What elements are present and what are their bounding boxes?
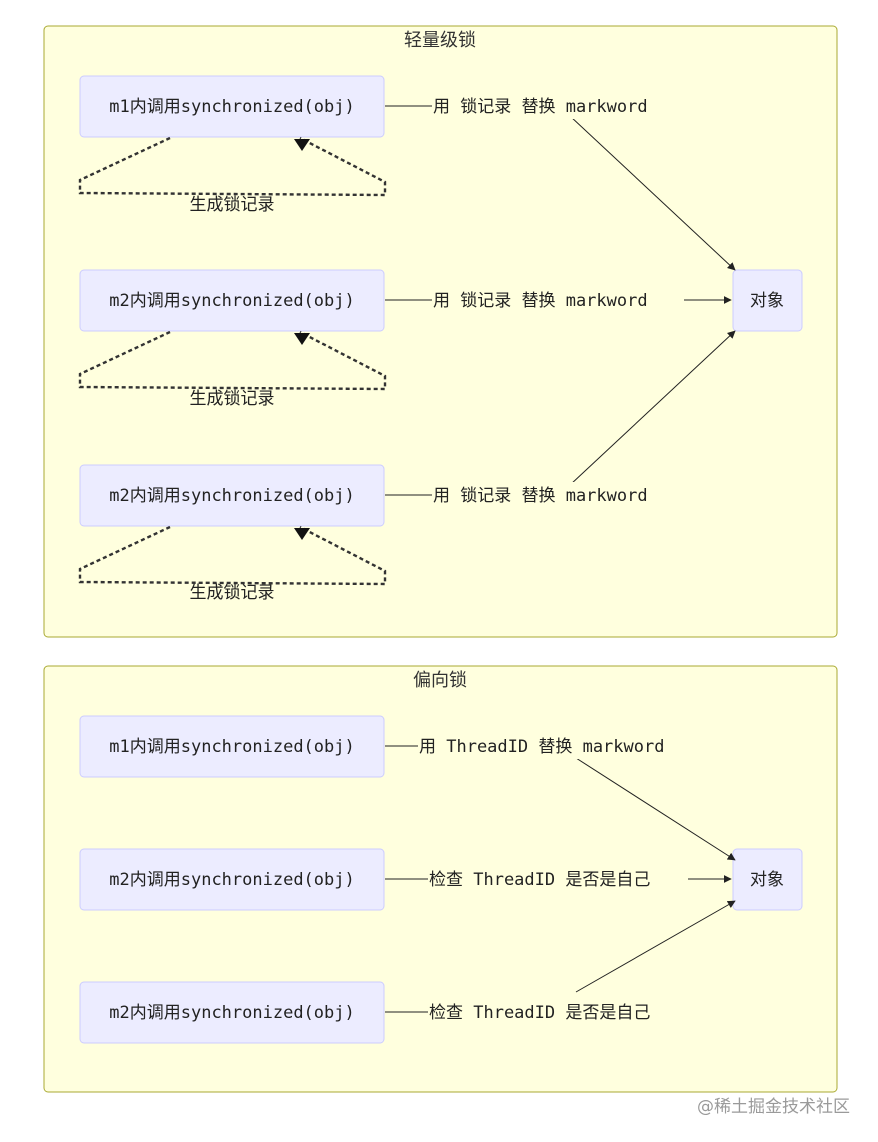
cluster-title-lightweight: 轻量级锁 bbox=[404, 30, 476, 51]
node-m2a-lightweight bbox=[79, 269, 385, 332]
edge-label-bg-2 bbox=[432, 287, 684, 313]
edge-label-bg-1 bbox=[432, 93, 684, 119]
loop-arrowhead-m2a bbox=[294, 333, 310, 345]
edge-label-bg-3 bbox=[432, 482, 684, 508]
edge-m2b-to-object-biased bbox=[385, 901, 735, 1013]
loop-label-m2b: 生成锁记录 bbox=[190, 583, 275, 603]
edge-label-bg-6 bbox=[428, 999, 688, 1025]
edge-label-m1-biased: 用 ThreadID 替换 markword bbox=[419, 737, 664, 757]
node-m1-biased bbox=[79, 715, 385, 778]
source-credit: @稀土掘金技术社区 bbox=[697, 1097, 850, 1117]
loop-arrowhead-m1 bbox=[294, 139, 310, 151]
edge-label-bg-4 bbox=[418, 733, 698, 759]
node-m1-biased-label: m1内调用synchronized(obj) bbox=[109, 737, 354, 757]
loop-label-m1: 生成锁记录 bbox=[190, 195, 275, 215]
node-m2a-lightweight-label: m2内调用synchronized(obj) bbox=[109, 291, 354, 311]
loop-label-m2a: 生成锁记录 bbox=[190, 389, 275, 409]
loop-arrowhead-m2b bbox=[294, 528, 310, 540]
edge-m2b-to-object-lightweight bbox=[385, 331, 735, 496]
node-object-biased-label: 对象 bbox=[750, 870, 784, 890]
edge-label-m2b-lightweight: 用 锁记录 替换 markword bbox=[433, 486, 648, 506]
edge-m1-to-object-biased bbox=[385, 745, 735, 860]
node-m2a-biased bbox=[79, 848, 385, 911]
node-object-lightweight-label: 对象 bbox=[750, 291, 784, 311]
node-m2a-biased-label: m2内调用synchronized(obj) bbox=[109, 870, 354, 890]
edge-m1-to-object-lightweight bbox=[385, 105, 735, 270]
edge-label-m1-lightweight: 用 锁记录 替换 markword bbox=[433, 97, 648, 117]
node-m1-lightweight bbox=[79, 75, 385, 138]
node-m2b-lightweight bbox=[79, 464, 385, 527]
node-m2b-biased-label: m2内调用synchronized(obj) bbox=[109, 1003, 354, 1023]
node-m2b-biased bbox=[79, 981, 385, 1044]
cluster-title-biased: 偏向锁 bbox=[413, 670, 467, 691]
edge-label-m2a-biased: 检查 ThreadID 是否是自己 bbox=[429, 870, 650, 890]
edge-label-bg-5 bbox=[428, 866, 688, 892]
node-m1-lightweight-label: m1内调用synchronized(obj) bbox=[109, 97, 354, 117]
node-m2b-lightweight-label: m2内调用synchronized(obj) bbox=[109, 486, 354, 506]
edge-label-m2a-lightweight: 用 锁记录 替换 markword bbox=[433, 291, 648, 311]
edge-label-m2b-biased: 检查 ThreadID 是否是自己 bbox=[429, 1003, 650, 1023]
